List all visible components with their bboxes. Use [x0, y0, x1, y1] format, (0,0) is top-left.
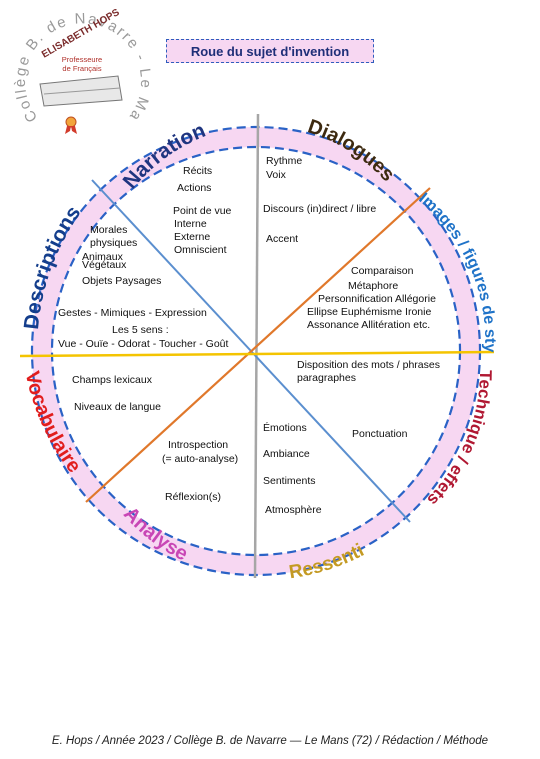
item-ponctuation: Ponctuation [352, 428, 408, 440]
item-ellipse: Ellipse Euphémisme Ironie [307, 306, 431, 318]
item-atmosphere: Atmosphère [265, 504, 322, 516]
item-rythme: Rythme [266, 155, 302, 167]
item-comparaison: Comparaison [351, 265, 414, 277]
item-assonance: Assonance Allitération etc. [307, 319, 430, 331]
item-voix: Voix [266, 169, 287, 181]
item-auto-analyse: (= auto-analyse) [162, 453, 238, 465]
item-cinq-sens: Les 5 sens : [112, 324, 169, 336]
item-metaphore: Métaphore [348, 280, 398, 292]
item-physiques: physiques [90, 237, 137, 249]
item-ambiance: Ambiance [263, 448, 310, 460]
item-recits: Récits [183, 165, 212, 177]
item-omniscient: Omniscient [174, 244, 227, 256]
footer: E. Hops / Année 2023 / Collège B. de Nav… [51, 735, 489, 747]
item-discours: Discours (in)direct / libre [263, 203, 376, 215]
item-vegetaux: Végétaux [82, 259, 127, 271]
item-gestes: Gestes - Mimiques - Expression [58, 307, 207, 319]
pen-icon [39, 75, 123, 107]
item-point-de-vue: Point de vue [173, 205, 232, 217]
item-objets-paysages: Objets Paysages [82, 275, 161, 287]
item-disposition-line2: paragraphes [297, 372, 356, 384]
award-ribbon-icon [65, 116, 77, 134]
orange-diagonal-divider [85, 187, 431, 503]
item-personnification: Personnification Allégorie [318, 293, 436, 305]
item-animaux: Animaux [82, 251, 124, 263]
horizontal-divider [19, 350, 495, 358]
logo-role-line1: Professeure [62, 55, 102, 64]
item-morales: Morales [90, 224, 127, 236]
item-disposition-line1: Disposition des mots / phrases [297, 359, 440, 371]
item-interne: Interne [174, 218, 207, 230]
item-sentiments: Sentiments [263, 475, 316, 487]
inner-dashed-border [50, 145, 462, 557]
item-accent: Accent [266, 233, 298, 245]
logo-role-line2: de Français [62, 64, 101, 73]
item-externe: Externe [174, 231, 210, 243]
page-title: Roue du sujet d'invention [190, 43, 350, 59]
logo: Collège B. de Navarre - Le Mans ELISABET… [0, 0, 152, 134]
item-introspection: Introspection [168, 439, 228, 451]
title-box: Roue du sujet d'invention [166, 39, 374, 63]
item-actions: Actions [177, 182, 211, 194]
item-niveaux-de-langue: Niveaux de langue [74, 401, 161, 413]
item-reflexion: Réflexion(s) [165, 491, 221, 503]
item-emotions: Émotions [263, 421, 307, 434]
item-champs-lexicaux: Champs lexicaux [72, 374, 153, 386]
item-sens-liste: Vue - Ouïe - Odorat - Toucher - Goût [58, 338, 228, 350]
